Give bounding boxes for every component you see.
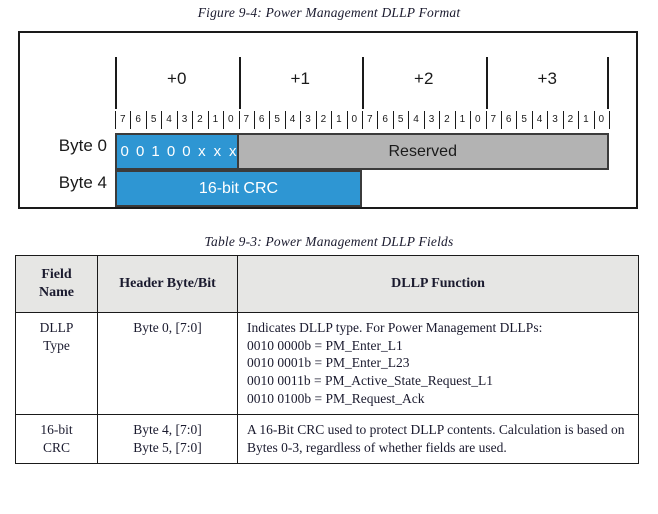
dllp-type-bit: 0	[166, 143, 176, 160]
reserved-field: Reserved	[236, 133, 609, 170]
bit-number-3-7: 7	[485, 109, 501, 129]
bit-number-0-2: 2	[192, 109, 207, 129]
cell-header-byte-bit: Byte 4, [7:0] Byte 5, [7:0]	[97, 414, 238, 465]
function-line: 0010 0001b = PM_Enter_L23	[247, 355, 410, 371]
dllp-type-bit: 1	[151, 143, 160, 160]
table-row: 16-bit CRC Byte 4, [7:0] Byte 5, [7:0] A…	[15, 414, 639, 465]
field-name-line2: Name	[39, 285, 74, 301]
byte-bit-line2: Byte 5, [7:0]	[133, 439, 202, 455]
table-caption: Table 9-3: Power Management DLLP Fields	[204, 234, 454, 249]
byte-boundary-tick	[607, 57, 609, 109]
bit-number-1-0: 0	[346, 109, 362, 129]
field-name-line2: CRC	[42, 439, 70, 455]
cell-dllp-function: A 16-Bit CRC used to protect DLLP conten…	[237, 414, 639, 465]
function-line: Indicates DLLP type. For Power Managemen…	[247, 320, 543, 336]
byte-row-label-4: Byte 4	[58, 173, 107, 192]
bit-number-1-1: 1	[331, 109, 346, 129]
byte4-row: 16-bit CRC	[115, 170, 609, 207]
byte-boundary-tick	[238, 57, 241, 109]
bit-number-1-7: 7	[238, 109, 254, 129]
bit-number-2-3: 3	[423, 109, 439, 129]
cell-field-name: 16-bit CRC	[15, 414, 98, 465]
column-header-field-name: Field Name	[15, 254, 98, 314]
crc-field: 16-bit CRC	[115, 170, 362, 207]
bit-number-2-5: 5	[392, 109, 408, 129]
bit-number-0-3: 3	[176, 109, 192, 129]
function-paragraph: A 16-Bit CRC used to protect DLLP conten…	[247, 422, 625, 455]
bit-number-3-3: 3	[547, 109, 562, 129]
byte-bit-line1: Byte 4, [7:0]	[133, 422, 202, 438]
bit-number-2-2: 2	[439, 109, 454, 129]
bit-number-3-4: 4	[531, 109, 547, 129]
bit-number-0-1: 1	[207, 109, 223, 129]
bit-number-2-7: 7	[362, 109, 377, 129]
column-header-byte-bit: Header Byte/Bit	[97, 254, 238, 314]
function-line: 0010 0011b = PM_Active_State_Request_L1	[247, 373, 493, 389]
bit-number-2-1: 1	[454, 109, 470, 129]
byte-bit-line1: Byte 0, [7:0]	[133, 320, 202, 336]
byte-boundary-tick	[115, 57, 117, 109]
bit-number-3-5: 5	[516, 109, 531, 129]
table-header-row: Field Name Header Byte/Bit DLLP Function	[15, 254, 639, 314]
bit-number-3-1: 1	[578, 109, 593, 129]
dllp-type-bit: x	[213, 143, 222, 160]
byte-row-label-0: Byte 0	[58, 136, 107, 155]
bit-number-0-6: 6	[130, 109, 145, 129]
bit-number-1-4: 4	[284, 109, 300, 129]
byte-boundary-tick	[485, 57, 488, 109]
bit-number-0-7: 7	[115, 109, 130, 129]
dllp-type-bit: 0	[120, 143, 129, 160]
dllp-type-bit: 0	[182, 143, 191, 160]
field-name-line1: Field	[41, 267, 72, 282]
dllp-type-bit: 0	[135, 143, 145, 160]
cell-field-name: DLLP Type	[15, 312, 98, 416]
bit-number-1-3: 3	[300, 109, 315, 129]
byte-column-label-0: +0	[167, 69, 187, 88]
field-name-line2: Type	[43, 337, 70, 353]
bit-number-0-0: 0	[223, 109, 238, 129]
table-row: DLLP Type Byte 0, [7:0] Indicates DLLP t…	[15, 312, 639, 416]
figure-caption: Figure 9-4: Power Management DLLP Format	[197, 5, 461, 20]
bit-number-1-6: 6	[253, 109, 269, 129]
dllp-type-bit: x	[198, 143, 206, 160]
bit-number-3-2: 2	[562, 109, 578, 129]
column-header-dllp-function: DLLP Function	[237, 254, 639, 314]
field-name-line1: DLLP	[39, 320, 74, 336]
bit-number-0-5: 5	[145, 109, 161, 129]
cell-header-byte-bit: Byte 0, [7:0]	[97, 312, 238, 416]
dllp-type-bit: x	[229, 143, 237, 160]
bit-number-1-2: 2	[315, 109, 331, 129]
byte-column-label-3: +3	[537, 69, 557, 88]
byte-boundary-tick	[362, 57, 364, 109]
bit-number-2-6: 6	[377, 109, 392, 129]
bit-number-2-0: 0	[470, 109, 485, 129]
field-name-line1: 16-bit	[40, 422, 73, 438]
bit-number-2-4: 4	[408, 109, 423, 129]
dllp-fields-table: Field Name Header Byte/Bit DLLP Function…	[15, 254, 639, 465]
function-line: 0010 0100b = PM_Request_Ack	[247, 390, 425, 406]
cell-dllp-function: Indicates DLLP type. For Power Managemen…	[237, 312, 639, 416]
bit-number-3-0: 0	[593, 109, 611, 129]
function-line: 0010 0000b = PM_Enter_L1	[247, 337, 403, 353]
byte-column-label-2: +2	[414, 69, 434, 88]
bit-number-1-5: 5	[269, 109, 284, 129]
byte-column-label-1: +1	[290, 69, 310, 88]
bit-number-3-6: 6	[500, 109, 516, 129]
bit-number-0-4: 4	[161, 109, 176, 129]
